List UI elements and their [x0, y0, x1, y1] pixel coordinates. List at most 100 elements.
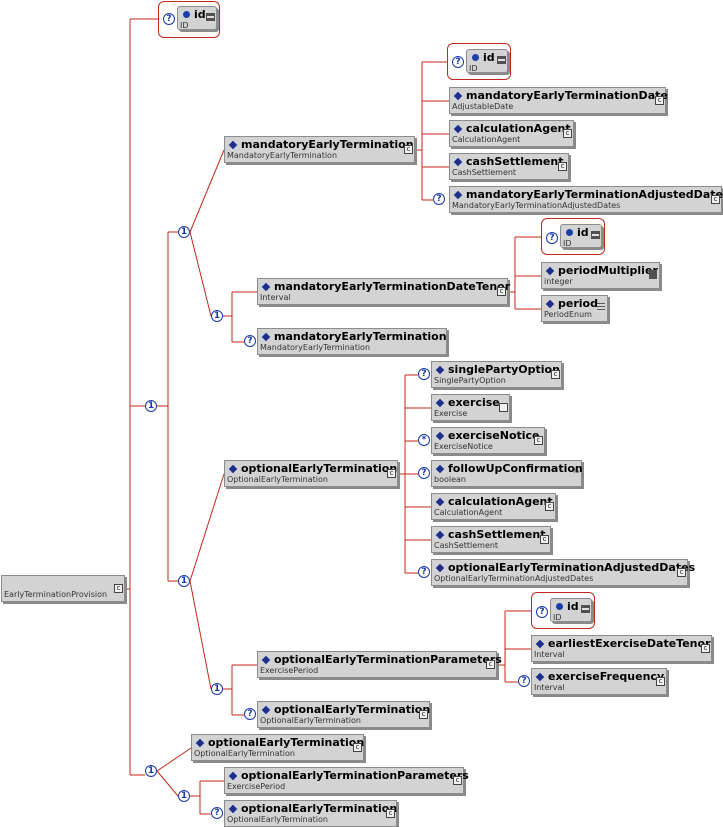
- element-type: CashSettlement: [452, 168, 517, 177]
- element-type: SinglePartyOption: [434, 376, 506, 385]
- expand-icon[interactable]: c: [563, 129, 572, 138]
- expand-icon[interactable]: c: [534, 436, 543, 445]
- element-earliest-exercise-date-tenor[interactable]: earliestExerciseDateTenor Interval c: [531, 635, 712, 662]
- repeat-indicator-icon: *: [418, 434, 430, 446]
- element-name: followUpConfirmation: [448, 462, 583, 475]
- element-type: MandatoryEarlyTermination: [227, 151, 338, 160]
- attribute-id[interactable]: id ID: [560, 224, 602, 248]
- attribute-id[interactable]: id ID: [177, 6, 217, 30]
- element-single-party-option[interactable]: singlePartyOption SinglePartyOption c: [431, 361, 562, 388]
- element-cash-settlement[interactable]: cashSettlement CashSettlement c: [431, 526, 551, 553]
- expand-icon[interactable]: c: [387, 469, 396, 478]
- attribute-dot-icon: [472, 54, 479, 61]
- element-optional-early-termination-adjusted-dates[interactable]: optionalEarlyTerminationAdjustedDates Op…: [431, 559, 695, 586]
- optional-indicator-icon: ?: [418, 467, 430, 479]
- element-type: PeriodEnum: [544, 310, 592, 319]
- attribute-dot-icon: [556, 603, 563, 610]
- element-diamond-icon: [453, 190, 463, 199]
- element-follow-up-confirmation[interactable]: followUpConfirmation boolean %: [431, 460, 583, 487]
- expand-icon[interactable]: c: [386, 809, 395, 818]
- sequence-connector-icon: 1: [145, 765, 157, 777]
- element-optional-early-termination[interactable]: optionalEarlyTermination OptionalEarlyTe…: [257, 701, 430, 728]
- element-name: mandatoryEarlyTermination: [274, 330, 447, 343]
- expand-icon[interactable]: c: [551, 370, 560, 379]
- collapse-icon[interactable]: [206, 13, 215, 21]
- attribute-name: id: [483, 51, 495, 64]
- connector-line: [189, 473, 225, 582]
- expand-icon[interactable]: c: [540, 535, 549, 544]
- element-exercise-notice[interactable]: exerciseNotice ExerciseNotice c: [431, 427, 545, 454]
- element-name: mandatoryEarlyTerminationDate: [466, 89, 668, 102]
- expand-icon[interactable]: c: [404, 145, 413, 154]
- expand-icon[interactable]: c: [419, 710, 428, 719]
- collapse-icon[interactable]: [497, 56, 506, 64]
- attribute-group-mandatory-early-termination: ? id ID: [447, 43, 511, 80]
- optional-indicator-icon: ?: [546, 232, 558, 244]
- attribute-type: ID: [553, 613, 562, 622]
- element-diamond-icon: [435, 398, 445, 407]
- expand-icon[interactable]: c: [677, 568, 686, 577]
- collapse-icon[interactable]: [591, 231, 600, 239]
- connector-line: [189, 231, 212, 317]
- element-type: OptionalEarlyTerminationAdjustedDates: [434, 574, 594, 583]
- sequence-connector-icon: 1: [211, 683, 223, 695]
- expand-icon[interactable]: c: [545, 502, 554, 511]
- element-diamond-icon: [228, 140, 238, 149]
- element-period-multiplier[interactable]: periodMultiplier integer: [541, 262, 660, 289]
- element-name: optionalEarlyTerminationAdjustedDates: [448, 561, 696, 574]
- element-name: calculationAgent: [448, 495, 553, 508]
- expand-icon[interactable]: c: [453, 776, 462, 785]
- expand-icon[interactable]: c: [486, 660, 495, 669]
- root-element-early-termination-provision[interactable]: EarlyTerminationProvision c: [1, 575, 125, 602]
- element-mandatory-early-termination-adjusted-dates[interactable]: mandatoryEarlyTerminationAdjustedDates M…: [449, 186, 723, 213]
- expand-icon[interactable]: c: [701, 644, 710, 653]
- attribute-id[interactable]: id ID: [466, 49, 508, 73]
- optional-indicator-icon: ?: [211, 807, 223, 819]
- element-type: ExercisePeriod: [260, 666, 319, 675]
- element-type: MandatoryEarlyTermination: [260, 343, 371, 352]
- attribute-id[interactable]: id ID: [550, 598, 592, 622]
- element-optional-early-termination[interactable]: optionalEarlyTermination OptionalEarlyTe…: [224, 800, 397, 827]
- expand-icon[interactable]: c: [711, 195, 720, 204]
- element-optional-early-termination[interactable]: optionalEarlyTermination OptionalEarlyTe…: [224, 460, 398, 487]
- attribute-group-tenor: ? id ID: [541, 218, 605, 255]
- element-name: exerciseNotice: [448, 429, 540, 442]
- expand-icon[interactable]: c: [656, 677, 665, 686]
- element-exercise-frequency[interactable]: exerciseFrequency Interval c: [531, 668, 667, 695]
- optional-indicator-icon: ?: [433, 193, 445, 205]
- element-type: OptionalEarlyTermination: [260, 716, 361, 725]
- element-diamond-icon: [453, 124, 463, 133]
- element-diamond-icon: [261, 332, 271, 341]
- element-mandatory-early-termination[interactable]: mandatoryEarlyTermination MandatoryEarly…: [257, 328, 447, 355]
- expand-icon[interactable]: c: [497, 287, 506, 296]
- connector-line: [189, 149, 225, 233]
- sequence-connector-icon: 1: [178, 790, 190, 802]
- element-period[interactable]: period PeriodEnum: [541, 295, 608, 322]
- element-type: Interval: [260, 293, 291, 302]
- expand-icon[interactable]: c: [655, 96, 664, 105]
- attribute-name: id: [577, 226, 589, 239]
- element-optional-early-termination-parameters[interactable]: optionalEarlyTerminationParameters Exerc…: [224, 767, 469, 794]
- element-name: mandatoryEarlyTerminationAdjustedDates: [466, 188, 723, 201]
- element-name: earliestExerciseDateTenor: [548, 637, 711, 650]
- element-cash-settlement[interactable]: cashSettlement CashSettlement c: [449, 153, 569, 180]
- element-exercise[interactable]: exercise Exercise: [431, 394, 510, 421]
- expand-icon[interactable]: c: [353, 743, 362, 752]
- element-type: CalculationAgent: [434, 508, 503, 517]
- choice-connector-icon: 1: [178, 226, 190, 238]
- element-mandatory-early-termination-date[interactable]: mandatoryEarlyTerminationDate Adjustable…: [449, 87, 668, 114]
- attribute-name: id: [567, 600, 579, 613]
- element-optional-early-termination-parameters[interactable]: optionalEarlyTerminationParameters Exerc…: [257, 651, 502, 678]
- simple-type-icon: [649, 270, 657, 279]
- element-mandatory-early-termination-date-tenor[interactable]: mandatoryEarlyTerminationDateTenor Inter…: [257, 278, 510, 305]
- element-calculation-agent[interactable]: calculationAgent CalculationAgent c: [431, 493, 556, 520]
- element-optional-early-termination[interactable]: optionalEarlyTermination OptionalEarlyTe…: [191, 734, 364, 761]
- element-mandatory-early-termination[interactable]: mandatoryEarlyTermination MandatoryEarly…: [224, 136, 415, 163]
- element-type: Interval: [534, 683, 565, 692]
- element-calculation-agent[interactable]: calculationAgent CalculationAgent c: [449, 120, 574, 147]
- expand-icon[interactable]: [499, 403, 508, 412]
- element-type: ExercisePeriod: [227, 782, 286, 791]
- collapse-icon[interactable]: [581, 605, 590, 613]
- expand-icon[interactable]: c: [114, 584, 123, 593]
- expand-icon[interactable]: c: [558, 162, 567, 171]
